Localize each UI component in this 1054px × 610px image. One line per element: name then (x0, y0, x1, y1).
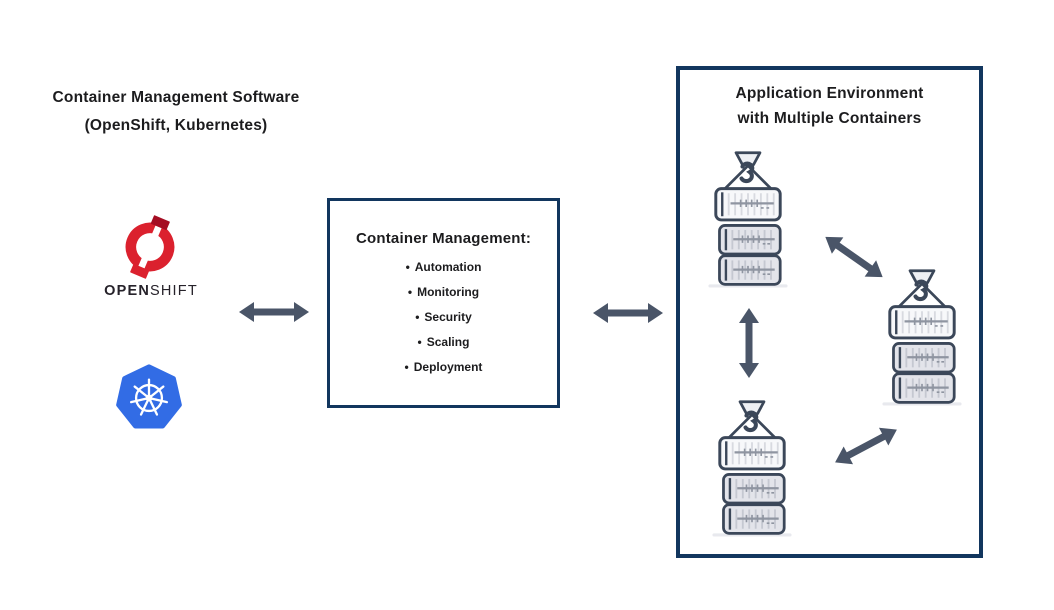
management-feature-item: • Security (330, 305, 557, 330)
bullet-icon: • (404, 360, 409, 374)
bullet-icon: • (417, 335, 422, 349)
bullet-icon: • (407, 285, 413, 299)
right-title-line2: with Multiple Containers (737, 110, 922, 127)
bullet-icon: • (405, 260, 410, 274)
openshift-wordmark-shift: SHIFT (150, 283, 198, 299)
feature-label: Automation (414, 260, 482, 274)
left-title-line2: (OpenShift, Kubernetes) (84, 117, 268, 134)
arrow-between-containers-vertical (736, 308, 762, 378)
management-feature-item: • Automation (330, 255, 557, 280)
container-crane-icon (706, 399, 798, 537)
left-title-line1: Container Management Software (52, 89, 300, 106)
management-feature-item: • Scaling (330, 330, 557, 355)
management-feature-item: • Deployment (330, 355, 557, 380)
feature-label: Security (424, 310, 472, 324)
arrow-logos-to-management (239, 299, 309, 325)
right-title-line1: Application Environment (735, 85, 924, 102)
container-management-box: Container Management: •Automation •Monit… (327, 198, 560, 408)
openshift-wordmark: OPENSHIFT (88, 283, 214, 299)
bullet-icon: • (415, 310, 420, 324)
feature-label: Monitoring (417, 285, 480, 299)
kubernetes-logo-icon (116, 364, 182, 429)
management-feature-list: •Automation •Monitoring •Security •Scali… (330, 255, 557, 380)
openshift-logo-icon (125, 215, 175, 279)
feature-label: Scaling (426, 335, 470, 349)
left-section-title: Container Management Software (OpenShift… (25, 84, 327, 140)
center-box-title: Container Management: (355, 230, 532, 247)
feature-label: Deployment (413, 360, 483, 374)
management-feature-item: • Monitoring (330, 280, 557, 305)
container-crane-icon (876, 268, 968, 406)
right-box-title: Application Environment with Multiple Co… (680, 81, 979, 131)
arrow-management-to-environment (593, 300, 663, 326)
openshift-wordmark-open: OPEN (104, 283, 150, 299)
container-crane-icon (702, 150, 794, 288)
